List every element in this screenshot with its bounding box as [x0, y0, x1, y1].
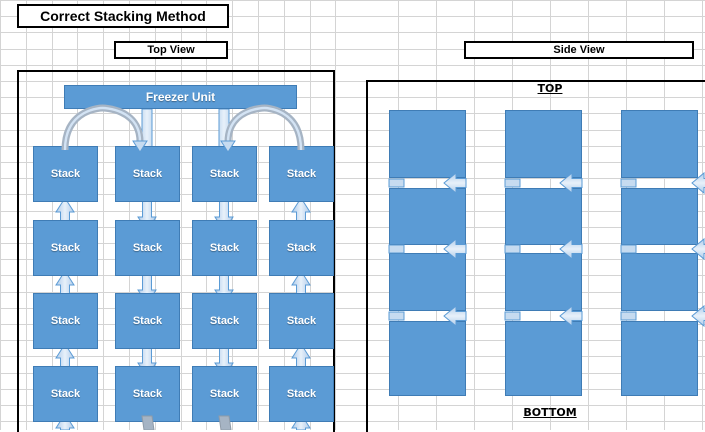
- grid-row-line: [0, 356, 705, 357]
- freezer-unit-label: Freezer Unit: [145, 90, 216, 104]
- stack-label: Stack: [209, 315, 240, 327]
- grid-row-line: [0, 16, 705, 17]
- grid-column-line: [284, 0, 285, 430]
- stack-block: Stack: [269, 220, 334, 276]
- grid-row-line: [0, 324, 705, 325]
- grid-column-line: [702, 0, 703, 430]
- stack-block: Stack: [192, 146, 257, 202]
- grid-row-line: [0, 32, 705, 33]
- title-text: Correct Stacking Method: [40, 8, 206, 24]
- top-view-panel: [17, 70, 335, 432]
- stack-block: Stack: [192, 220, 257, 276]
- bottom-position-text: BOTTOM: [523, 406, 577, 419]
- grid-row-line: [0, 65, 705, 66]
- side-block: [505, 321, 582, 396]
- stack-label: Stack: [132, 168, 163, 180]
- side-block: [389, 110, 466, 178]
- stack-block: Stack: [115, 220, 180, 276]
- side-view-label: Side View: [553, 44, 605, 56]
- stack-block: Stack: [269, 293, 334, 349]
- grid-row-line: [0, 373, 705, 374]
- grid-row-line: [0, 389, 705, 390]
- bottom-position-label: BOTTOM: [490, 406, 610, 419]
- stack-block: Stack: [115, 146, 180, 202]
- grid-row-line: [0, 405, 705, 406]
- stack-label: Stack: [286, 388, 317, 400]
- grid-column-line: [77, 0, 78, 430]
- top-position-label: TOP: [490, 82, 610, 95]
- grid-row-line: [0, 421, 705, 422]
- grid-column-line: [129, 0, 130, 430]
- side-block: [389, 188, 466, 245]
- grid-row-line: [0, 340, 705, 341]
- stack-block: Stack: [33, 220, 98, 276]
- side-block: [621, 253, 698, 311]
- top-view-label: Top View: [147, 44, 195, 56]
- stack-label: Stack: [50, 315, 81, 327]
- grid-row-line: [0, 97, 705, 98]
- side-block: [621, 110, 698, 178]
- stack-block: Stack: [33, 366, 98, 422]
- top-position-text: TOP: [537, 82, 563, 95]
- stack-label: Stack: [209, 388, 240, 400]
- top-view-label-box: Top View: [114, 41, 228, 59]
- grid-row-line: [0, 259, 705, 260]
- grid-row-line: [0, 0, 705, 1]
- grid-row-line: [0, 292, 705, 293]
- side-block: [389, 253, 466, 311]
- stack-block: Stack: [33, 293, 98, 349]
- stack-block: Stack: [192, 293, 257, 349]
- side-view-label-box: Side View: [464, 41, 694, 59]
- stack-label: Stack: [132, 315, 163, 327]
- side-block: [505, 110, 582, 178]
- grid-column-line: [588, 0, 589, 430]
- stack-block: Stack: [33, 146, 98, 202]
- side-block: [621, 188, 698, 245]
- side-view-panel: [366, 80, 705, 432]
- stack-block: Stack: [269, 366, 334, 422]
- side-block: [505, 188, 582, 245]
- grid-column-line: [181, 0, 182, 430]
- freezer-unit-block: Freezer Unit: [64, 85, 297, 109]
- grid-row-line: [0, 211, 705, 212]
- grid-row-line: [0, 243, 705, 244]
- stack-label: Stack: [286, 168, 317, 180]
- grid-column-line: [52, 0, 53, 430]
- stack-block: Stack: [269, 146, 334, 202]
- stack-block: Stack: [192, 366, 257, 422]
- stack-label: Stack: [209, 168, 240, 180]
- side-block: [505, 253, 582, 311]
- grid-row-line: [0, 194, 705, 195]
- grid-row-line: [0, 227, 705, 228]
- stack-label: Stack: [50, 242, 81, 254]
- grid-row-line: [0, 178, 705, 179]
- stack-label: Stack: [286, 242, 317, 254]
- stack-label: Stack: [132, 388, 163, 400]
- stack-block: Stack: [115, 366, 180, 422]
- side-block: [621, 321, 698, 396]
- grid-row-line: [0, 113, 705, 114]
- stack-block: Stack: [115, 293, 180, 349]
- grid-row-line: [0, 130, 705, 131]
- grid-row-line: [0, 275, 705, 276]
- grid-row-line: [0, 162, 705, 163]
- stack-label: Stack: [209, 242, 240, 254]
- grid-column-line: [258, 0, 259, 430]
- stack-label: Stack: [50, 388, 81, 400]
- grid-column-line: [206, 0, 207, 430]
- stack-label: Stack: [286, 315, 317, 327]
- grid-column-line: [474, 0, 475, 430]
- grid-row-line: [0, 81, 705, 82]
- grid-column-line: [103, 0, 104, 430]
- grid-row-line: [0, 49, 705, 50]
- title-box: Correct Stacking Method: [17, 4, 229, 28]
- grid-column-line: [26, 0, 27, 430]
- grid-row-line: [0, 146, 705, 147]
- grid-column-line: [0, 0, 1, 430]
- stack-label: Stack: [50, 168, 81, 180]
- stack-label: Stack: [132, 242, 163, 254]
- grid-column-line: [335, 0, 336, 430]
- side-block: [389, 321, 466, 396]
- grid-row-line: [0, 308, 705, 309]
